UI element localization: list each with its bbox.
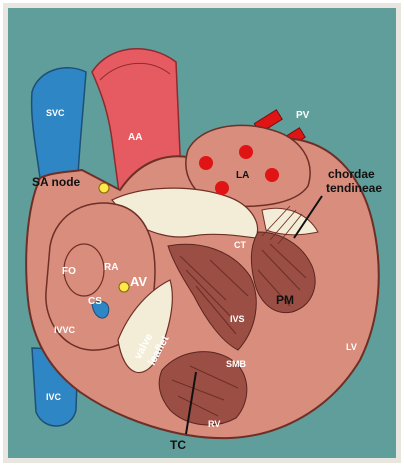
la-dot-2 — [239, 145, 253, 159]
label-rv: RV — [208, 419, 220, 429]
label-cs: CS — [88, 296, 102, 307]
label-sa-node: SA node — [32, 175, 81, 189]
av-node-marker — [119, 282, 129, 292]
label-smb: SMB — [226, 359, 247, 369]
la-dot-4 — [265, 168, 279, 182]
label-ra: RA — [104, 262, 118, 273]
label-ct: CT — [234, 240, 246, 250]
superior-vena-cava — [32, 68, 86, 178]
label-aa: AA — [128, 132, 142, 143]
label-svc: SVC — [46, 108, 65, 118]
label-la: LA — [236, 170, 249, 181]
label-ivc: IVC — [46, 392, 62, 402]
label-tc: TC — [170, 438, 186, 452]
label-ivvc: IVVC — [54, 325, 76, 335]
label-pm: PM — [276, 293, 294, 307]
label-fo: FO — [62, 266, 76, 277]
label-av: AV — [130, 274, 147, 289]
label-tendineae: tendineae — [326, 181, 382, 195]
label-pv: PV — [296, 110, 310, 121]
label-ivs: IVS — [230, 314, 245, 324]
label-chordae: chordae — [328, 167, 375, 181]
label-lv: LV — [346, 342, 357, 352]
sa-node-marker — [99, 183, 109, 193]
la-dot-1 — [199, 156, 213, 170]
la-dot-3 — [215, 181, 229, 195]
